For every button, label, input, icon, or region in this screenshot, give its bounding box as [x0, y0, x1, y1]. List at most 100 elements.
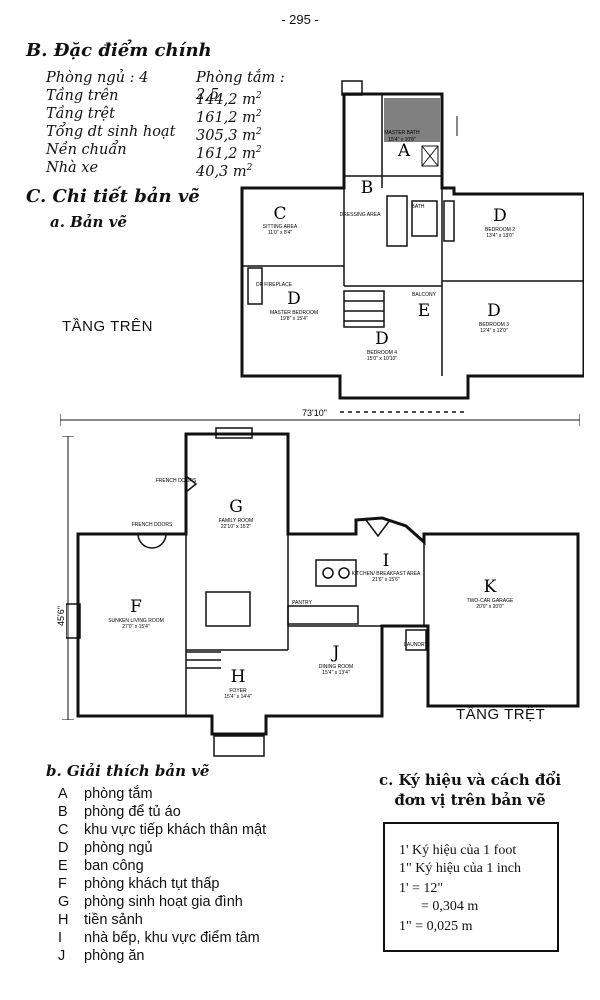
spec-label: Phòng ngủ : 4 — [46, 70, 149, 86]
legend-text: phòng để tủ áo — [84, 804, 181, 820]
spec-value-number: 161,2 m — [196, 145, 256, 162]
units-heading-line-1: c. Ký hiệu và cách đổi — [378, 771, 562, 789]
room-name-dining-room: DINING ROOM — [319, 664, 353, 670]
room-letter-c: C — [273, 204, 286, 224]
room-letter-f: F — [130, 597, 142, 617]
legend-text: phòng khách tụt thấp — [84, 876, 220, 892]
room-dim-master-bath: 15'4" x 10'8" — [388, 137, 416, 143]
room-dim-family-room: 22'10" x 15'2" — [221, 524, 251, 530]
spec-label: Tổng dt sinh hoạt — [46, 124, 176, 140]
width-dimension: 73'10" — [60, 408, 580, 426]
room-name-bedroom-3: BEDROOM 3 — [479, 322, 509, 328]
legend-text: ban công — [84, 858, 144, 874]
room-letter-h: H — [231, 667, 246, 687]
unit-row: 1" = 0,025 m — [399, 919, 473, 934]
spec-value-number: 144,2 m — [196, 91, 256, 108]
legend-key: A — [58, 786, 68, 802]
legend-key: G — [58, 894, 70, 910]
room-name-bedroom-4: BEDROOM 4 — [367, 350, 397, 356]
room-letter-i: I — [383, 551, 390, 571]
room-letter-k: K — [484, 577, 497, 597]
legend-text: phòng sinh hoạt gia đình — [84, 894, 243, 910]
small-label-fireplace: DP FIREPLACE — [256, 282, 293, 288]
room-dim-sitting-area: 11'0" x 8'4" — [268, 230, 292, 236]
depth-dimension-label: 45'6" — [56, 606, 66, 626]
spec-value: 305,3 m2 — [196, 124, 262, 145]
room-name-family-room: FAMILY ROOM — [219, 518, 253, 524]
legend-key: H — [58, 912, 69, 928]
spec-value-unit-exponent: 2 — [255, 91, 262, 101]
room-dim-kitchen: 21'6" x 15'6" — [372, 577, 400, 583]
legend-text: phòng tắm — [84, 786, 153, 802]
spec-label: Nền chuẩn — [46, 142, 127, 158]
room-dim-foyer: 15'4" x 14'4" — [224, 694, 252, 700]
legend-key: E — [58, 858, 68, 874]
room-name-master-bedroom: MASTER BEDROOM — [270, 310, 318, 316]
small-label-french-doors: FRENCH DOORS — [156, 478, 197, 484]
section-c-heading: C. Chi tiết bản vẽ — [26, 186, 200, 207]
room-letter-d-master: D — [287, 289, 301, 309]
room-letter-e: E — [418, 301, 430, 321]
spec-value: Phòng tắm : 2,5 — [196, 70, 285, 103]
legend-key: C — [58, 822, 69, 838]
room-name-sunken-living-room: SUNKEN LIVING ROOM — [108, 618, 164, 624]
legend-text: nhà bếp, khu vực điểm tâm — [84, 930, 260, 946]
room-dim-bedroom-2: 13'4" x 13'0" — [486, 233, 514, 239]
spec-value-unit-exponent: 2 — [255, 145, 262, 155]
room-name-kitchen: KITCHEN/ BREAKFAST AREA — [352, 571, 421, 577]
room-dim-bedroom-4: 15'0" x 10'10" — [367, 356, 397, 362]
upper-floor-label: TẦNG TRÊN — [62, 318, 153, 335]
spec-value: 161,2 m2 — [196, 142, 262, 163]
spec-value-unit-exponent: 2 — [246, 163, 253, 173]
unit-row: 1' Ký hiệu của 1 foot — [399, 843, 517, 858]
spec-label: Tầng trệt — [46, 106, 115, 122]
legend-text: khu vực tiếp khách thân mật — [84, 822, 267, 838]
spec-value-number: 305,3 m — [196, 127, 256, 144]
legend-heading: b. Giải thích bản vẽ — [46, 762, 210, 780]
room-dim-garage: 20'0" x 20'0" — [476, 604, 504, 610]
legend-key: B — [58, 804, 68, 820]
upper-floor-plan: A B C D D D D E MASTER BATH 15'4" x 10'8… — [240, 80, 584, 413]
units-box: 1' Ký hiệu của 1 foot 1" Ký hiệu của 1 i… — [383, 822, 559, 952]
spec-label: Tầng trên — [46, 88, 119, 104]
small-label-pantry: PANTRY — [292, 600, 312, 606]
small-label-balcony: BALCONY — [412, 292, 437, 298]
room-letter-d-bedroom2: D — [493, 206, 507, 226]
spec-value-number: 161,2 m — [196, 109, 256, 126]
room-name-bedroom-2: BEDROOM 2 — [485, 227, 515, 233]
legend-key: J — [58, 948, 66, 964]
small-label-laundry: LAUNDRY — [404, 642, 428, 648]
small-label-dressing-area: DRESSING AREA — [340, 212, 382, 218]
legend-text: tiền sảnh — [84, 912, 143, 928]
small-label-french-doors-2: FRENCH DOORS — [132, 522, 173, 528]
units-heading: c. Ký hiệu và cách đổi đơn vị trên bản v… — [360, 770, 580, 810]
unit-row: 1" Ký hiệu của 1 inch — [399, 861, 521, 876]
spec-value: 161,2 m2 — [196, 106, 262, 127]
room-dim-dining-room: 15'4" x 13'4" — [322, 670, 350, 676]
legend-key: D — [58, 840, 69, 856]
section-b-heading: B. Đặc điểm chính — [26, 40, 212, 61]
room-letter-g: G — [229, 497, 243, 517]
units-heading-line-2: đơn vị trên bản vẽ — [394, 791, 546, 809]
room-dim-master-bedroom: 19'8" x 15'4" — [280, 316, 308, 322]
spec-value: 40,3 m2 — [196, 160, 252, 181]
room-name-sitting-area: SITTING AREA — [263, 224, 298, 230]
legend-text: phòng ăn — [84, 948, 145, 964]
spec-value-number: 40,3 m — [196, 163, 247, 180]
room-dim-sunken-living-room: 27'0" x 15'4" — [122, 624, 150, 630]
room-dim-bedroom-3: 12'4" x 12'0" — [480, 328, 508, 334]
spec-label: Nhà xe — [46, 160, 99, 176]
room-letter-b: B — [361, 178, 374, 198]
page-number: - 295 - — [281, 12, 319, 27]
ground-floor-plan: G FAMILY ROOM 22'10" x 15'2" F SUNKEN LI… — [66, 427, 580, 757]
legend-key: I — [58, 930, 63, 946]
spec-value: 144,2 m2 — [196, 88, 262, 109]
room-letter-d-bedroom3: D — [487, 301, 501, 321]
depth-dimension: 45'6" — [56, 436, 74, 720]
legend-key: F — [58, 876, 67, 892]
ground-floor-label: TẦNG TRỆT — [456, 706, 546, 723]
unit-row: = 0,304 m — [421, 899, 479, 914]
room-name-garage: TWO-CAR GARAGE — [467, 598, 514, 604]
spec-value-unit-exponent: 2 — [255, 109, 262, 119]
width-dimension-label: 73'10" — [302, 408, 327, 418]
